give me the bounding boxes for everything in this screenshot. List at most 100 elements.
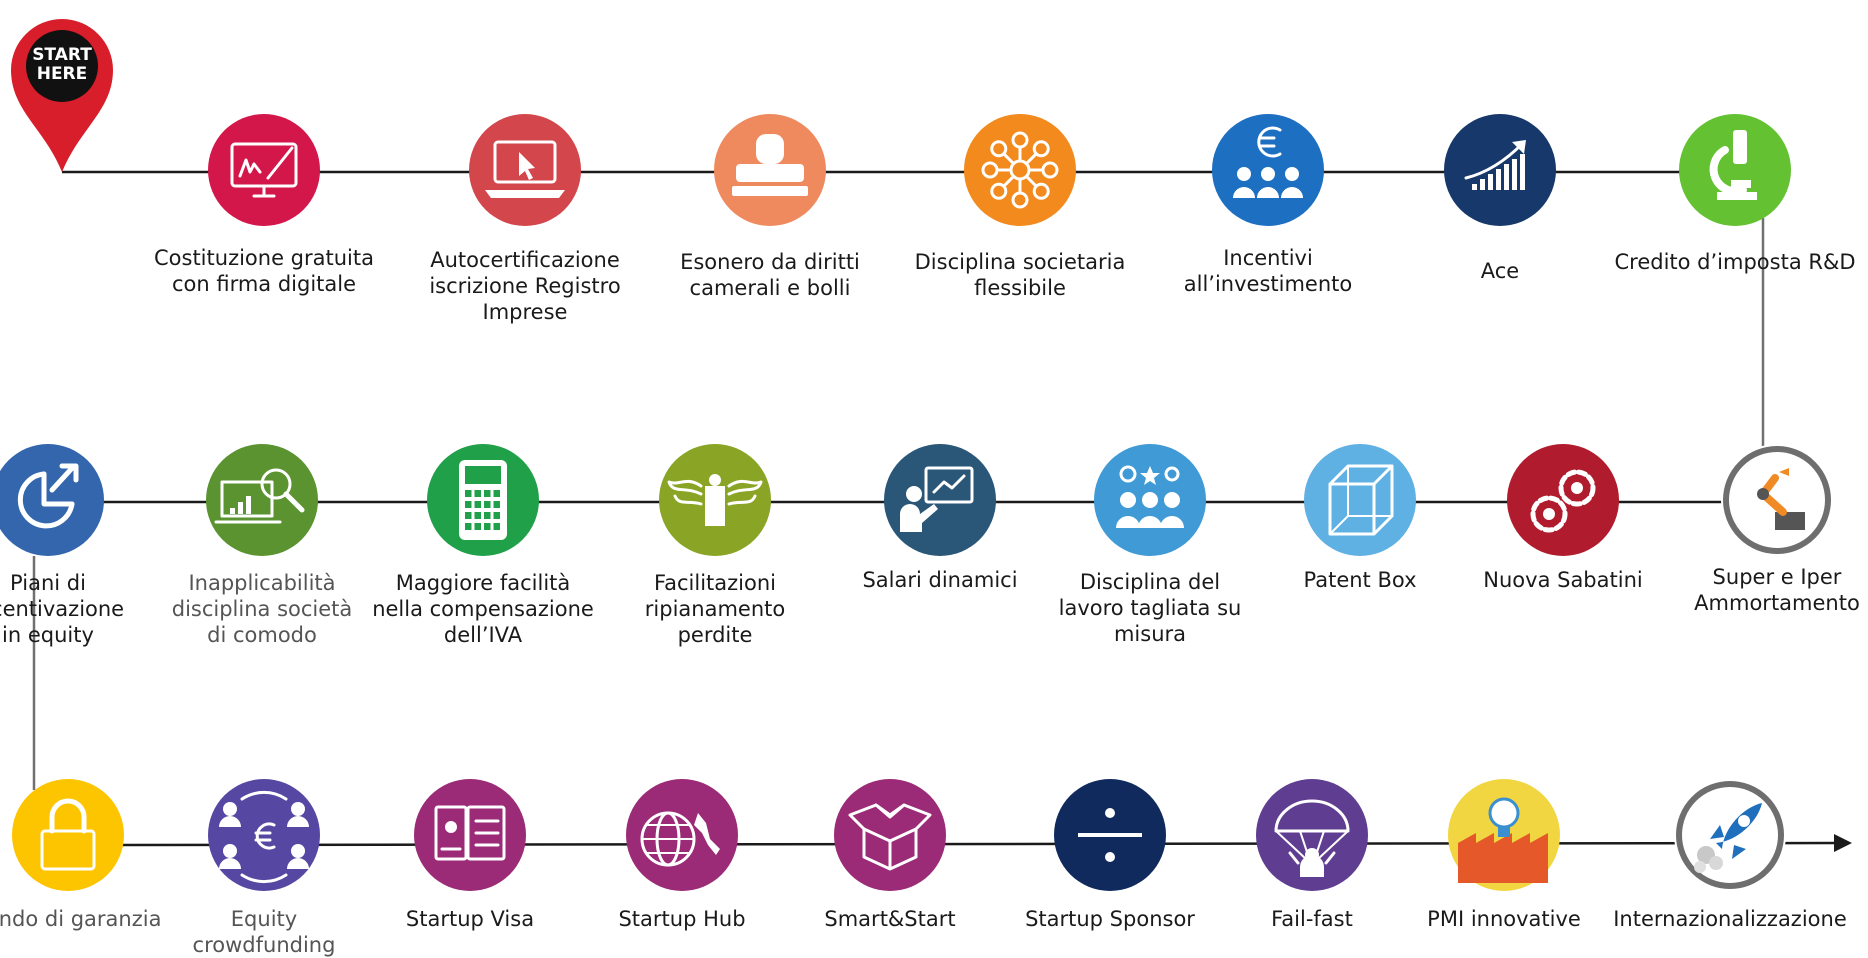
step-nodes [0,114,1833,891]
step-node-piani [0,444,104,556]
passport-icon [434,805,506,861]
step-label-line: incentivazione [0,597,125,621]
pie-arrow-icon [17,463,79,529]
step-label-fail-fast: Fail-fast [1271,906,1353,932]
step-node-sponsor [1054,779,1166,891]
step-label-line: Patent Box [1303,568,1417,592]
step-label-sponsor: Startup Sponsor [1025,906,1195,932]
step-label-line: Startup Visa [405,907,535,931]
step-label-line: nella compensazione [372,597,594,621]
step-node-autocertificazione [469,114,581,226]
step-label-line: misura [1113,622,1187,646]
step-node-credito-rd [1679,114,1791,226]
step-node-disciplina-societaria [964,114,1076,226]
step-node-incentivi [1212,114,1324,226]
step-label-line: Smart&Start [824,907,956,931]
step-node-patent-box [1304,444,1416,556]
step-label-line: Imprese [482,300,568,324]
step-node-internazionalizzazione [1674,779,1786,891]
step-node-costituzione [208,114,320,226]
magnifier-chart-icon [214,468,305,524]
step-label-line: Autocertificazione [430,248,620,272]
pin-badge [26,30,98,102]
step-node-pmi [1448,779,1560,891]
calculator-icon [459,460,507,540]
step-node-iva [427,444,539,556]
step-node-nuova-sabatini [1507,444,1619,556]
step-label-line: Piani di [10,571,86,595]
step-label-line: perdite [677,623,753,647]
step-circle-patent-box [1304,444,1416,556]
step-node-super-iper [1721,444,1833,556]
step-label-line: Disciplina societaria [914,250,1126,274]
step-label-line: Incentivi [1223,246,1313,270]
step-label-line: Inapplicabilità [188,571,336,595]
divide-icon [1078,808,1142,862]
step-label-line: Facilitazioni [653,571,777,595]
step-node-crowdfunding [208,779,320,891]
step-label-line: all’investimento [1183,272,1353,296]
step-circle-fail-fast [1256,779,1368,891]
start-here-text-2: HERE [37,64,88,84]
step-label-line: disciplina società [171,597,353,621]
step-circle-disciplina-societaria [964,114,1076,226]
step-circle-smart-start [834,779,946,891]
step-label-line: Startup Hub [618,907,746,931]
euro-people-icon [1233,126,1303,198]
step-node-ace [1444,114,1556,226]
step-label-piani: Piani diincentivazionein equity [0,570,124,648]
step-label-line: PMI innovative [1427,907,1581,931]
step-circle-costituzione [208,114,320,226]
step-circle-hub [626,779,738,891]
step-label-pmi: PMI innovative [1427,906,1581,932]
step-label-line: flessibile [974,276,1066,300]
gears-icon [1530,469,1596,533]
step-circle-crowdfunding [208,779,320,891]
step-circle-visa [414,779,526,891]
stamp-icon [732,134,808,196]
robot-arm-icon [1757,468,1805,530]
growth-bars-icon [1464,140,1526,190]
step-label-line: con firma digitale [171,272,357,296]
step-node-comodo [206,444,318,556]
step-label-line: Equity [230,907,298,931]
step-label-line: in equity [2,623,94,647]
step-circle-comodo [206,444,318,556]
step-label-line: Salari dinamici [862,568,1018,592]
crowd-euro-icon [219,790,309,884]
step-label-line: Super e Iper [1712,565,1842,589]
step-label-credito-rd: Credito d’imposta R&D [1614,249,1855,275]
step-label-line: Internazionalizzazione [1613,907,1847,931]
step-node-fondo [12,779,124,891]
step-label-line: di comodo [207,623,317,647]
step-label-line: Nuova Sabatini [1483,568,1643,592]
step-circle-super-iper [1721,444,1833,556]
step-node-ripianamento [659,444,771,556]
step-label-line: Startup Sponsor [1025,907,1195,931]
step-node-hub [626,779,738,891]
step-label-line: Credito d’imposta R&D [1614,250,1856,274]
laptop-cursor-icon [485,140,565,198]
factory-bulb-icon [1458,797,1548,883]
globe-italy-icon [640,811,720,867]
step-label-line: Ammortamento [1694,591,1860,615]
step-label-line: Maggiore facilità [395,571,571,595]
presentation-icon [900,466,974,532]
step-label-line: Fondo di garanzia [0,907,162,931]
step-node-salari [884,444,996,556]
cube-icon [1328,464,1394,536]
step-circle-fondo [12,779,124,891]
step-label-line: ripianamento [644,597,786,621]
step-node-disciplina-lavoro [1094,444,1206,556]
step-node-esonero [714,114,826,226]
